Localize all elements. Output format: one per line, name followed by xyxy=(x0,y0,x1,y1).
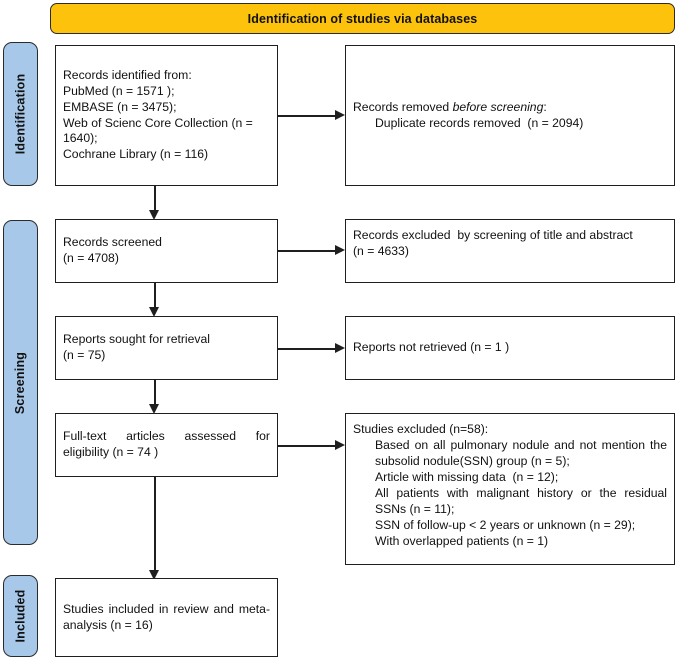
connector-fulltext-to-studies-excluded xyxy=(278,445,335,447)
box-reports-not-retrieved: Reports not retrieved (n = 1 ) xyxy=(345,316,675,380)
records-identified-line-1: Records identified from: xyxy=(63,67,192,82)
connector-screened-to-sought xyxy=(154,283,156,310)
records-removed-line-1-emphasis: before screening xyxy=(452,99,544,114)
box-reports-sought-text: Reports sought for retrieval (n = 75) xyxy=(56,332,277,364)
reports-not-retrieved-line-1: Reports not retrieved (n = 1 ) xyxy=(353,340,510,354)
records-removed-line-1-suffix: : xyxy=(543,99,547,114)
studies-excluded-item-4: SSN of follow-up < 2 years or unknown (n… xyxy=(375,517,636,532)
stage-label-included-text: Included xyxy=(13,589,28,643)
box-records-identified: Records identified from: PubMed (n = 157… xyxy=(55,45,278,186)
box-records-excluded: Records excluded by screening of title a… xyxy=(345,219,675,283)
stage-label-screening: Screening xyxy=(3,220,38,545)
box-studies-included: Studies included in review and meta-anal… xyxy=(55,578,278,657)
connector-identified-to-removed xyxy=(278,115,335,117)
records-removed-line-2: Duplicate records removed (n = 2094) xyxy=(375,115,584,130)
arrowhead-screened-to-excluded xyxy=(335,245,345,255)
box-studies-excluded: Studies excluded (n=58): Based on all pu… xyxy=(345,413,675,565)
connector-fulltext-to-included xyxy=(154,477,156,573)
studies-excluded-item-2: Article with missing data (n = 12); xyxy=(375,469,559,484)
arrowhead-sought-to-fulltext xyxy=(149,404,159,414)
studies-excluded-heading: Studies excluded (n=58): xyxy=(353,422,489,436)
box-records-screened-text: Records screened (n = 4708) xyxy=(56,235,277,267)
connector-sought-to-not-retrieved xyxy=(278,348,335,350)
fulltext-assessed-line-1: Full-text articles assessed for eligibil… xyxy=(63,429,274,459)
records-identified-line-3: EMBASE (n = 3475); xyxy=(63,99,177,114)
studies-included-line-1: Studies included in review and meta-anal… xyxy=(63,601,270,632)
studies-excluded-item-3: All patients with malignant history or t… xyxy=(375,485,671,516)
phase-banner-identification: Identification of studies via databases xyxy=(50,3,675,34)
arrowhead-identified-to-screened xyxy=(149,210,159,220)
studies-excluded-item-5: With overlapped patients (n = 1) xyxy=(375,533,549,548)
connector-sought-to-fulltext xyxy=(154,380,156,407)
arrowhead-sought-to-not-retrieved xyxy=(335,343,345,353)
stage-label-included: Included xyxy=(3,575,38,657)
arrowhead-identified-to-removed xyxy=(335,110,345,120)
box-reports-sought: Reports sought for retrieval (n = 75) xyxy=(55,316,278,380)
connector-identified-to-screened xyxy=(154,186,156,213)
box-records-excluded-text: Records excluded by screening of title a… xyxy=(346,220,674,260)
reports-sought-line-2: (n = 75) xyxy=(63,348,106,362)
records-removed-line-1-prefix: Records removed xyxy=(353,99,453,114)
records-screened-line-1: Records screened xyxy=(63,235,162,250)
box-records-identified-text: Records identified from: PubMed (n = 157… xyxy=(56,68,277,164)
records-identified-line-2: PubMed (n = 1571 ); xyxy=(63,83,175,98)
stage-label-identification: Identification xyxy=(3,42,38,186)
studies-excluded-item-1: Based on all pulmonary nodule and not me… xyxy=(375,437,671,468)
records-identified-line-5: Cochrane Library (n = 116) xyxy=(63,147,209,162)
connector-screened-to-excluded xyxy=(278,250,335,252)
box-records-removed: Records removed before screening: Duplic… xyxy=(345,45,675,186)
records-excluded-line-1: Records excluded by screening of title a… xyxy=(353,228,633,242)
arrowhead-fulltext-to-included xyxy=(149,570,159,580)
stage-label-screening-text: Screening xyxy=(13,351,28,414)
reports-sought-line-1: Reports sought for retrieval xyxy=(63,332,210,347)
arrowhead-screened-to-sought xyxy=(149,307,159,317)
records-screened-line-2: (n = 4708) xyxy=(63,251,119,265)
records-identified-line-4: Web of Scienc Core Collection (n = 1640)… xyxy=(63,115,257,146)
box-reports-not-retrieved-text: Reports not retrieved (n = 1 ) xyxy=(346,340,674,356)
phase-banner-label: Identification of studies via databases xyxy=(247,11,478,26)
box-records-removed-text: Records removed before screening: Duplic… xyxy=(346,100,674,132)
box-records-screened: Records screened (n = 4708) xyxy=(55,219,278,283)
stage-label-identification-text: Identification xyxy=(13,73,28,155)
records-excluded-line-2: (n = 4633) xyxy=(353,243,409,258)
box-studies-included-text: Studies included in review and meta-anal… xyxy=(56,602,277,634)
box-fulltext-assessed-text: Full-text articles assessed for eligibil… xyxy=(56,429,277,461)
arrowhead-fulltext-to-studies-excluded xyxy=(335,440,345,450)
box-fulltext-assessed: Full-text articles assessed for eligibil… xyxy=(55,413,278,477)
box-studies-excluded-text: Studies excluded (n=58): Based on all pu… xyxy=(346,414,674,550)
